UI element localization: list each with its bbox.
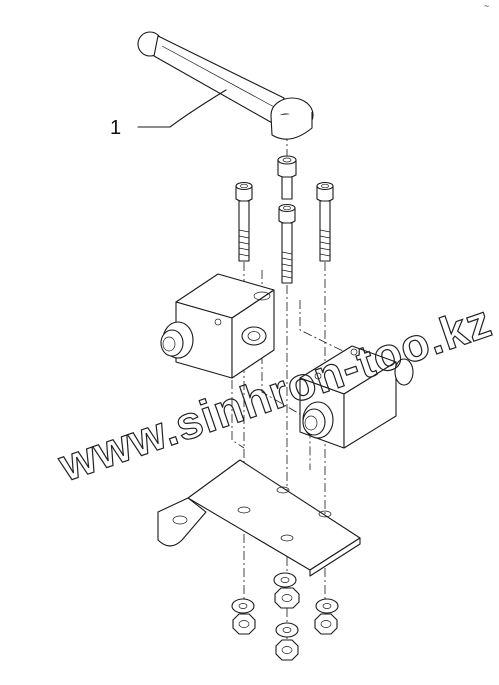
watermark: www.sinhron-too.kz (51, 294, 497, 491)
callout-1: 1 (110, 89, 227, 139)
washers (231, 572, 339, 638)
valve-body-left (160, 273, 275, 379)
callout-1-label: 1 (110, 117, 121, 139)
long-socket-bolt-right (316, 181, 334, 262)
corner-mark: ~ (484, 1, 489, 11)
long-socket-bolt-left (235, 181, 253, 262)
handle-socket-bolt (277, 155, 297, 200)
long-socket-bolt-center (278, 203, 296, 284)
valve-handle (137, 31, 314, 140)
nuts (232, 587, 338, 661)
valve-body-right (299, 345, 414, 449)
mounting-bracket (157, 459, 361, 577)
